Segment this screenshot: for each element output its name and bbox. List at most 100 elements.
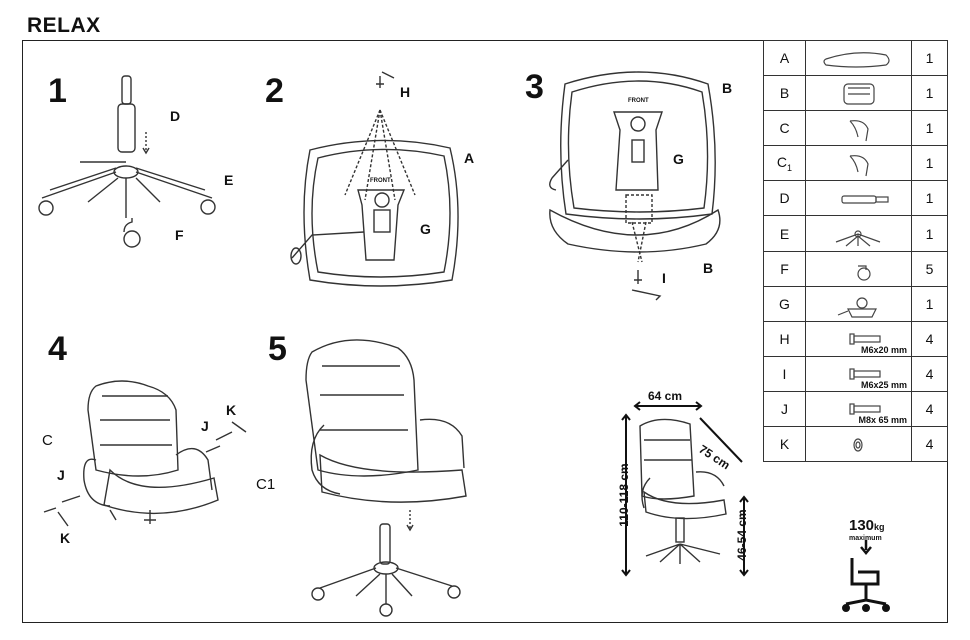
dim-width: 64 cm	[648, 389, 683, 403]
parts-row: I M6x25 mm 4	[763, 355, 948, 392]
part-image	[805, 180, 912, 217]
part-quantity: 5	[911, 250, 948, 287]
part-code: E	[763, 215, 806, 252]
part-image	[805, 145, 912, 182]
dimensions-drawing	[621, 401, 749, 577]
part-code: B	[763, 75, 806, 112]
page-title: RELAX	[27, 14, 101, 37]
max-load-unit: kg	[874, 522, 885, 532]
armrest-icon	[849, 155, 869, 177]
step2-drawing	[290, 71, 459, 287]
label-j-left: J	[57, 467, 65, 483]
label-k-right: K	[226, 402, 237, 418]
label-b-bottom: B	[703, 260, 714, 276]
step-number-4: 4	[48, 330, 67, 368]
part-image	[805, 285, 912, 322]
label-a: A	[464, 150, 475, 166]
gas-lift-icon	[841, 195, 889, 204]
max-load-icon	[842, 540, 890, 612]
max-load-value: 130kg	[849, 517, 885, 534]
mechanism-icon	[837, 297, 877, 318]
part-code: A	[763, 39, 806, 77]
max-load-label: maximum	[849, 535, 882, 542]
label-g-step3: G	[673, 151, 684, 167]
label-f: F	[175, 227, 184, 243]
seat-icon	[823, 52, 890, 68]
part-quantity: 4	[911, 390, 948, 428]
screw-icon	[849, 368, 881, 380]
part-image: M6x25 mm	[805, 355, 912, 392]
max-load-number: 130	[849, 517, 875, 534]
backrest-icon	[843, 83, 875, 105]
label-g-step2: G	[420, 221, 431, 237]
label-i: I	[662, 270, 666, 286]
part-code: J	[763, 390, 806, 428]
part-quantity: 4	[911, 320, 948, 357]
label-k-left: K	[60, 530, 71, 546]
part-quantity: 1	[911, 215, 948, 252]
label-h: H	[400, 84, 411, 100]
part-code: K	[763, 426, 806, 463]
diagram-frame	[22, 40, 948, 623]
step3-drawing	[549, 71, 721, 301]
part-image	[805, 75, 912, 112]
parts-row: H M6x20 mm 4	[763, 320, 948, 357]
part-image	[805, 110, 912, 147]
part-quantity: 1	[911, 180, 948, 217]
label-c1: C1	[256, 476, 276, 493]
label-c: C	[42, 432, 53, 449]
part-code: F	[763, 250, 806, 287]
part-code: C1	[763, 145, 806, 182]
label-j-right: J	[201, 418, 209, 434]
parts-row: C1 1	[763, 145, 948, 182]
step1-drawing	[38, 75, 216, 248]
screw-size: M8x 65 mm	[858, 415, 907, 426]
part-code: H	[763, 320, 806, 357]
label-b-top: B	[722, 80, 733, 96]
screw-size: M6x25 mm	[860, 379, 907, 390]
base-icon	[835, 230, 881, 247]
washer-icon	[853, 438, 863, 452]
part-quantity: 1	[911, 145, 948, 182]
part-code: G	[763, 285, 806, 322]
dim-seat-height: 46-54 cm	[735, 509, 749, 561]
step-number-3: 3	[525, 68, 544, 106]
part-quantity: 4	[911, 355, 948, 392]
label-d: D	[170, 108, 181, 124]
part-image	[805, 215, 912, 252]
part-image: M6x20 mm	[805, 320, 912, 357]
step-number-1: 1	[48, 72, 67, 110]
screw-size: M6x20 mm	[860, 344, 907, 355]
part-image	[805, 250, 912, 287]
part-image	[805, 426, 912, 463]
step-number-5: 5	[268, 330, 287, 368]
label-front-step2: FRONT	[370, 178, 391, 184]
part-code: I	[763, 355, 806, 392]
armrest-icon	[849, 120, 869, 142]
part-quantity: 1	[911, 75, 948, 112]
part-quantity: 1	[911, 39, 948, 77]
step4-drawing	[43, 380, 247, 527]
part-code: D	[763, 180, 806, 217]
part-quantity: 1	[911, 110, 948, 147]
dim-height: 110-118 cm	[617, 463, 631, 527]
part-quantity: 4	[911, 426, 948, 463]
screw-icon	[849, 333, 881, 345]
part-image: M8x 65 mm	[805, 390, 912, 428]
label-front-step3: FRONT	[628, 98, 649, 104]
step-number-2: 2	[265, 72, 284, 110]
parts-row: J M8x 65 mm 4	[763, 390, 948, 428]
step5-drawing	[305, 339, 467, 617]
part-quantity: 1	[911, 285, 948, 322]
screw-icon	[849, 403, 881, 415]
label-e: E	[224, 172, 234, 188]
